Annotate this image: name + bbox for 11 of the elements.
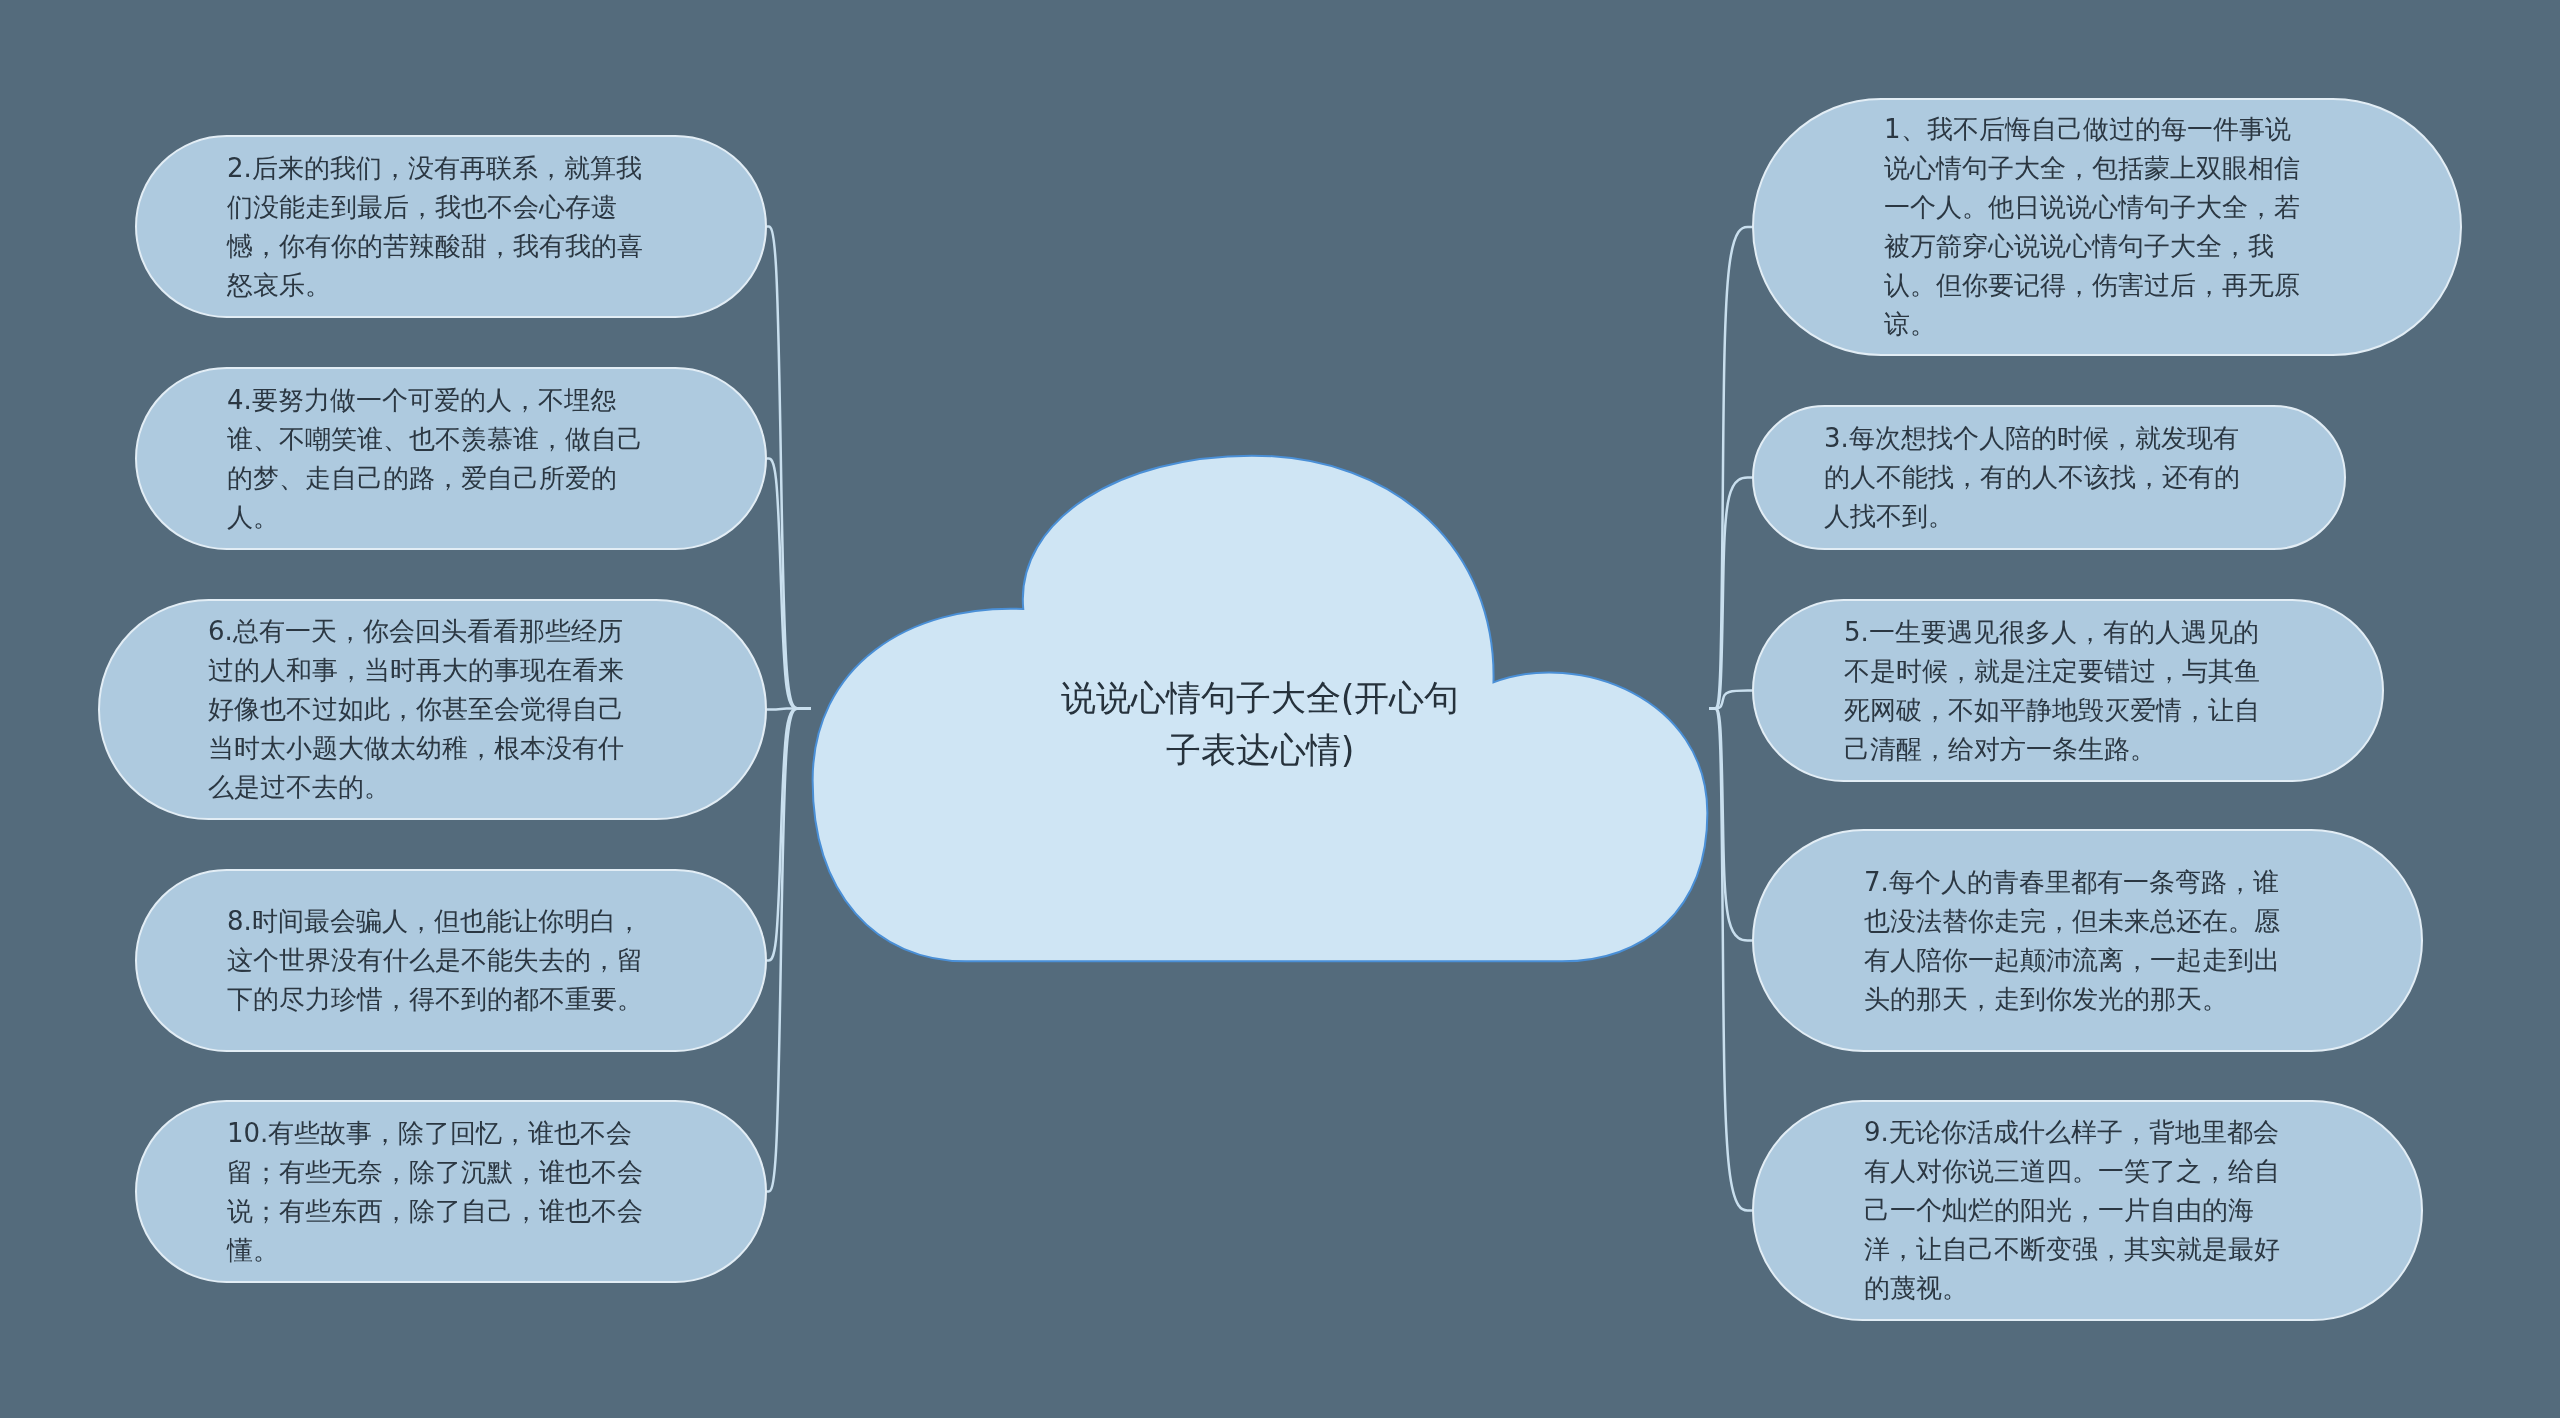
node-text: 10.有些故事，除了回忆，谁也不会留；有些无奈，除了沉默，谁也不会说；有些东西，除了自己，谁也不会懂。 xyxy=(227,1116,644,1267)
node-text: 9.无论你活成什么样子，背地里都会有人对你说三道四。一笑了之，给自己一个灿烂的阳光，一片自由的海洋，让自己不断变强，其实就是最好的蔑视。 xyxy=(1864,1116,2281,1305)
node-text: 2.后来的我们，没有再联系，就算我们没能走到最后，我也不会心存遗憾，你有你的苦辣酸甜，我有我的喜怒哀乐。 xyxy=(227,151,644,302)
node-text: 4.要努力做一个可爱的人，不埋怨谁、不嘲笑谁、也不羡慕谁，做自己的梦、走自己的路，爱自己所爱的人。 xyxy=(227,383,644,534)
node-text: 3.每次想找个人陪的时候，就发现有的人不能找，有的人不该找，还有的人找不到。 xyxy=(1824,422,2241,533)
node-text: 8.时间最会骗人，但也能让你明白，这个世界没有什么是不能失去的，留下的尽力珍惜，得不到的都不重要。 xyxy=(227,905,644,1016)
node-text: 6.总有一天，你会回头看看那些经历过的人和事，当时再大的事现在看来好像也不过如此，你甚至会觉得自己当时太小题大做太幼稚，根本没有什么是过不去的。 xyxy=(208,615,625,804)
node-text: 7.每个人的青春里都有一条弯路，谁也没法替你走完，但未来总还在。愿有人陪你一起颠沛流离，一起走到出头的那天，走到你发光的那天。 xyxy=(1864,865,2281,1016)
node-text: 1、我不后悔自己做过的每一件事说说心情句子大全，包括蒙上双眼相信一个人。他日说说心情句子大全，若被万箭穿心说说心情句子大全，我认。但你要记得，伤害过后，再无原谅。 xyxy=(1884,113,2301,341)
title-text: 说说心情句子大全(开心句子表达心情) xyxy=(1059,676,1461,772)
node-text: 5.一生要遇见很多人，有的人遇见的不是时候，就是注定要错过，与其鱼死网破，不如平静地毁灭爱情，让自己清醒，给对方一条生路。 xyxy=(1844,615,2261,766)
